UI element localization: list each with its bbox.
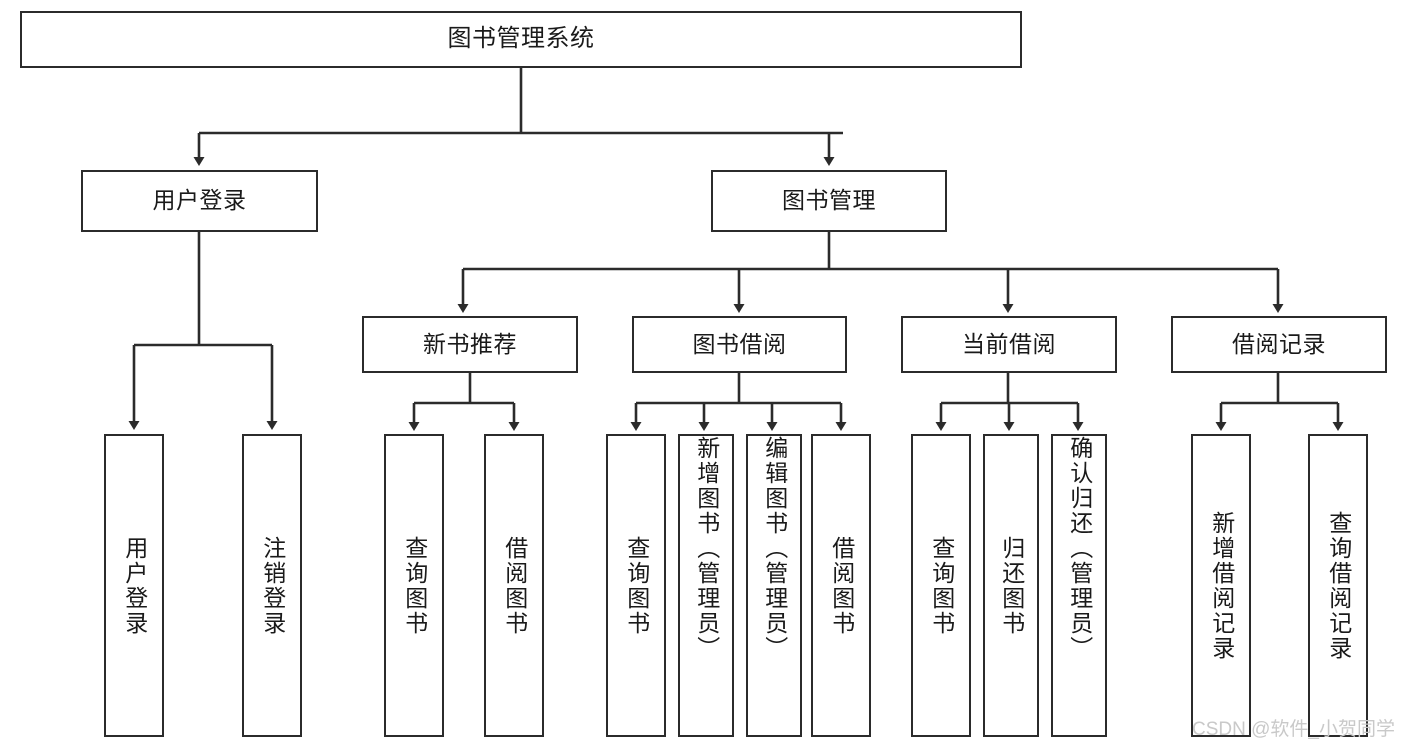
node-label: 新书推荐 <box>423 330 517 357</box>
leaf-borrow-record-query-record[interactable]: 查询借阅记录 <box>1308 434 1368 737</box>
leaf-current-borrow-confirm-return-admin[interactable]: 确认归还（管理员） <box>1051 434 1107 737</box>
node-user-login[interactable]: 用户登录 <box>81 170 318 232</box>
node-borrow-record[interactable]: 借阅记录 <box>1171 316 1387 373</box>
leaf-book-borrow-add-book-admin[interactable]: 新增图书（管理员） <box>678 434 734 737</box>
node-label: 当前借阅 <box>962 330 1056 357</box>
leaf-borrow-record-add-record[interactable]: 新增借阅记录 <box>1191 434 1251 737</box>
watermark: CSDN @软件_小贺同学 <box>1192 719 1395 740</box>
node-label: 查询图书 <box>928 535 955 636</box>
node-book-management[interactable]: 图书管理 <box>711 170 947 232</box>
node-label: 借阅图书 <box>501 535 528 636</box>
node-label: 图书管理系统 <box>447 25 595 53</box>
node-new-book-recommendation[interactable]: 新书推荐 <box>362 316 578 373</box>
leaf-book-borrow-query-book[interactable]: 查询图书 <box>606 434 666 737</box>
node-label: 用户登录 <box>121 535 148 636</box>
leaf-user-login-logout[interactable]: 注销登录 <box>242 434 302 737</box>
node-label: 确认归还（管理员） <box>1066 436 1093 661</box>
leaf-current-borrow-return-book[interactable]: 归还图书 <box>983 434 1039 737</box>
node-label: 归还图书 <box>998 535 1025 636</box>
leaf-current-borrow-query-book[interactable]: 查询图书 <box>911 434 971 737</box>
node-label: 用户登录 <box>152 187 247 214</box>
node-label: 查询借阅记录 <box>1325 510 1352 661</box>
node-label: 查询图书 <box>623 535 650 636</box>
leaf-new-book-borrow-book[interactable]: 借阅图书 <box>484 434 544 737</box>
node-label: 图书管理 <box>782 187 876 214</box>
leaf-new-book-query-book[interactable]: 查询图书 <box>384 434 444 737</box>
node-label: 图书借阅 <box>692 330 787 357</box>
leaf-book-borrow-borrow-book[interactable]: 借阅图书 <box>811 434 871 737</box>
node-root-book-management-system[interactable]: 图书管理系统 <box>20 11 1022 68</box>
node-label: 查询图书 <box>401 535 428 636</box>
node-label: 编辑图书（管理员） <box>761 436 788 661</box>
leaf-user-login-login[interactable]: 用户登录 <box>104 434 164 737</box>
node-label: 注销登录 <box>259 535 286 636</box>
node-book-borrow[interactable]: 图书借阅 <box>632 316 847 373</box>
node-label: 新增图书（管理员） <box>693 436 720 661</box>
node-label: 借阅记录 <box>1232 330 1326 357</box>
leaf-book-borrow-edit-book-admin[interactable]: 编辑图书（管理员） <box>746 434 802 737</box>
node-label: 借阅图书 <box>828 535 855 636</box>
node-label: 新增借阅记录 <box>1208 510 1235 661</box>
node-current-borrow[interactable]: 当前借阅 <box>901 316 1117 373</box>
